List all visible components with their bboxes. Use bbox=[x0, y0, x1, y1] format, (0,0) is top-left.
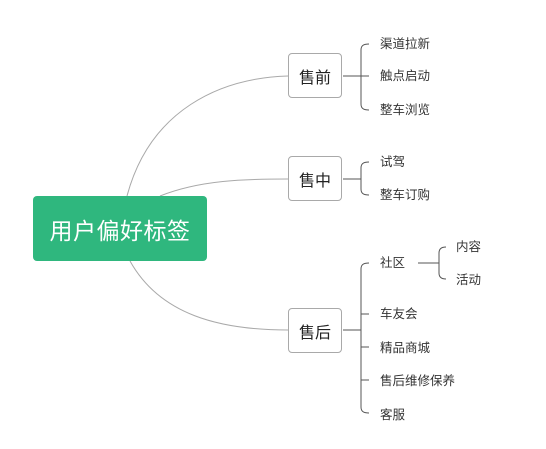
leaf-maintenance[interactable]: 售后维修保养 bbox=[380, 373, 456, 388]
stage-node-sale[interactable]: 售中 bbox=[288, 156, 342, 201]
stage-node-presale[interactable]: 售前 bbox=[288, 53, 342, 98]
bracket-sale bbox=[343, 161, 370, 196]
leaf-test-drive[interactable]: 试驾 bbox=[380, 154, 406, 169]
stage-label-presale: 售前 bbox=[298, 67, 331, 87]
connector-root-sale bbox=[159, 178, 289, 197]
leaf-community-content[interactable]: 内容 bbox=[456, 239, 482, 254]
stage-label-sale: 售中 bbox=[298, 170, 331, 190]
root-topic-node[interactable]: 用户偏好标签 bbox=[33, 196, 207, 261]
leaf-car-club[interactable]: 车友会 bbox=[380, 306, 418, 321]
leaf-boutique-mall[interactable]: 精品商城 bbox=[380, 340, 431, 355]
bracket-presale bbox=[343, 43, 370, 111]
root-topic-label: 用户偏好标签 bbox=[49, 218, 191, 245]
leaf-touchpoint-start[interactable]: 触点启动 bbox=[380, 68, 431, 83]
leaf-channel-acquisition[interactable]: 渠道拉新 bbox=[380, 36, 431, 51]
bracket-aftersale bbox=[343, 262, 370, 414]
leaf-community-events[interactable]: 活动 bbox=[456, 272, 482, 287]
connector-root-aftersale bbox=[129, 260, 289, 331]
leaf-vehicle-browse[interactable]: 整车浏览 bbox=[380, 102, 431, 117]
leaf-community[interactable]: 社区 bbox=[380, 255, 406, 270]
stage-label-aftersale: 售后 bbox=[298, 322, 331, 342]
connector-root-presale bbox=[126, 75, 289, 197]
stage-node-aftersale[interactable]: 售后 bbox=[288, 308, 342, 353]
leaf-vehicle-order[interactable]: 整车订购 bbox=[380, 187, 431, 202]
leaf-customer-service[interactable]: 客服 bbox=[380, 407, 406, 422]
bracket-community bbox=[418, 246, 447, 280]
